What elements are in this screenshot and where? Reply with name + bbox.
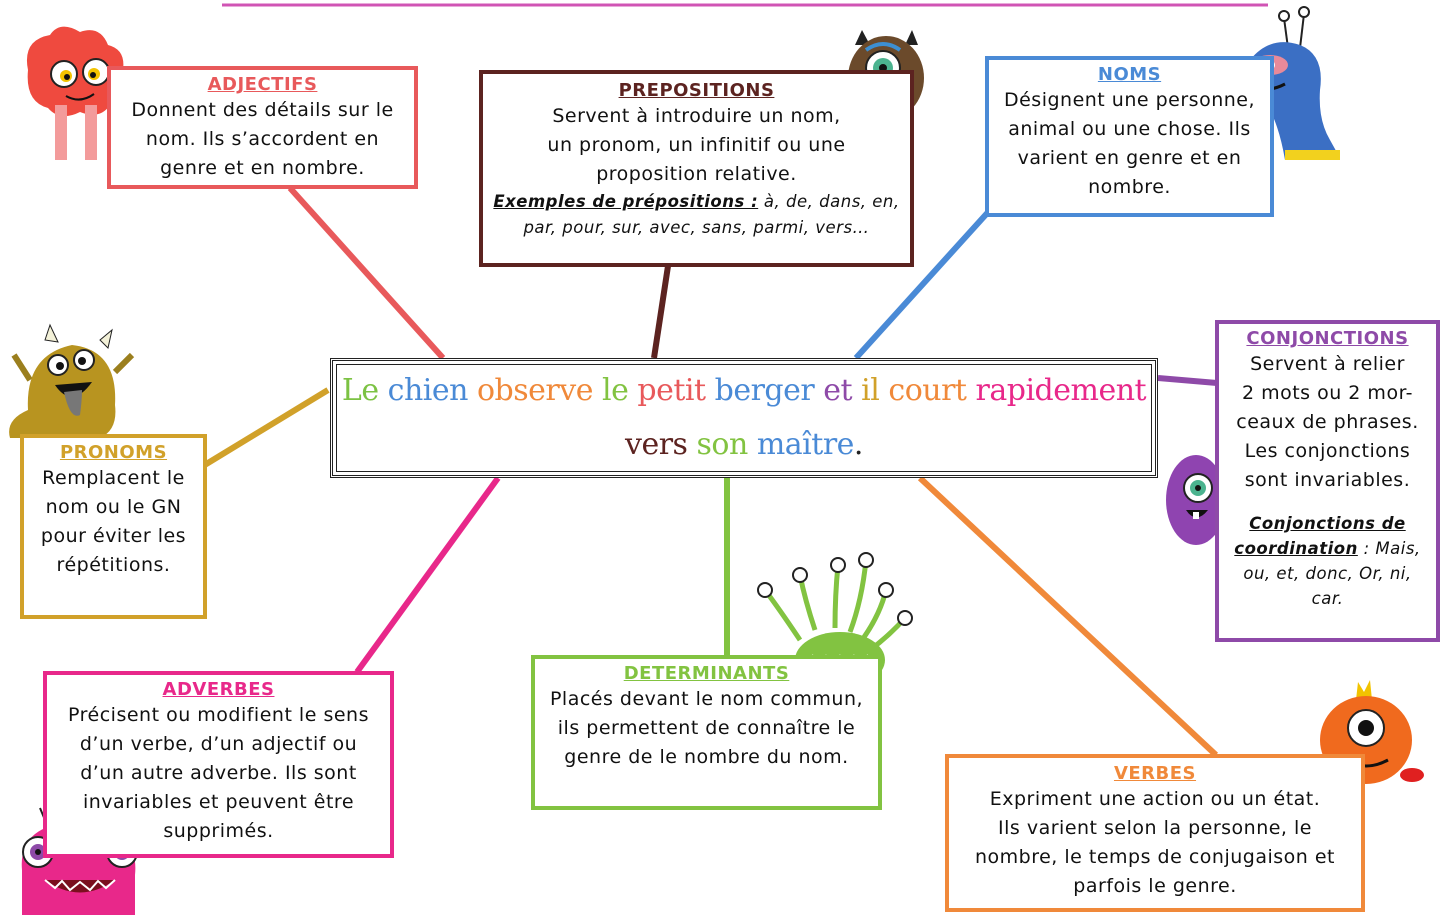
box-adjectifs-title: ADJECTIFS — [207, 74, 318, 95]
word-court: court — [888, 373, 967, 408]
word-rapidement: rapidement — [975, 373, 1147, 408]
box-determinants-body: Placés devant le nom commun, ils permett… — [549, 688, 864, 768]
yellow-monster-icon — [9, 323, 135, 438]
box-adverbes-title: ADVERBES — [162, 679, 275, 700]
word-et: et — [823, 373, 853, 408]
box-conjonctions-examples-text: : Mais, ou, et, donc, Or, ni, car. — [1243, 539, 1421, 608]
central-sentence-box: Le chien observe le petit berger et il c… — [330, 358, 1158, 478]
box-noms-title: NOMS — [1097, 64, 1162, 85]
box-adjectifs-body: Donnent des détails sur le nom. Ils s’ac… — [131, 99, 394, 179]
word-le-2: le — [602, 373, 629, 408]
word-chien: chien — [387, 373, 469, 408]
box-conjonctions-body: Servent à relier 2 mots ou 2 mor- ceaux … — [1236, 353, 1419, 491]
connector-pronoms — [201, 387, 330, 469]
word-period: . — [853, 427, 864, 462]
box-verbes-body: Expriment une action ou un état. Ils var… — [974, 788, 1335, 897]
box-noms-body: Désignent une personne, animal ou une ch… — [1003, 89, 1256, 198]
red-monster-icon — [26, 26, 125, 160]
word-petit: petit — [637, 373, 706, 408]
word-maitre: maître — [756, 427, 855, 462]
box-prepositions-examples: Exemples de prépositions : à, de, dans, … — [483, 189, 910, 241]
word-il: il — [861, 373, 880, 408]
connector-adverbes — [354, 476, 501, 674]
box-determinants: DETERMINANTS Placés devant le nom commun… — [531, 655, 882, 810]
box-prepositions-examples-text: à, de, dans, en, par, pour, sur, avec, s… — [523, 192, 900, 237]
box-adjectifs: ADJECTIFS Donnent des détails sur le nom… — [107, 66, 418, 189]
connector-adjectifs — [287, 185, 446, 361]
box-conjonctions-title: CONJONCTIONS — [1246, 328, 1409, 349]
box-conjonctions: CONJONCTIONS Servent à relier 2 mots ou … — [1215, 320, 1440, 642]
purple-monster-icon — [1166, 455, 1226, 545]
box-verbes-title: VERBES — [1113, 763, 1197, 784]
box-pronoms-title: PRONOMS — [59, 442, 168, 463]
box-prepositions: PREPOSITIONS Servent à introduire un nom… — [479, 70, 914, 267]
connector-conjonctions — [1157, 375, 1218, 386]
box-prepositions-title: PREPOSITIONS — [618, 80, 775, 101]
connector-prepositions — [651, 265, 671, 359]
box-determinants-title: DETERMINANTS — [623, 663, 790, 684]
word-le: Le — [341, 373, 379, 408]
box-conjonctions-examples-label: Conjonctions de coordination — [1234, 514, 1406, 558]
box-noms: NOMS Désignent une personne, animal ou u… — [985, 56, 1274, 217]
box-verbes: VERBES Expriment une action ou un état. … — [945, 754, 1365, 912]
word-vers: vers — [625, 427, 688, 462]
word-son: son — [696, 427, 749, 462]
word-observe: observe — [476, 373, 593, 408]
connector-verbes — [917, 475, 1219, 758]
box-adverbes: ADVERBES Précisent ou modifient le sens … — [43, 671, 394, 858]
connector-noms — [853, 207, 993, 361]
example-sentence: Le chien observe le petit berger et il c… — [333, 361, 1155, 472]
box-adverbes-body: Précisent ou modifient le sens d’un verb… — [68, 704, 369, 842]
box-prepositions-examples-label: Exemples de prépositions : — [493, 192, 759, 211]
box-conjonctions-examples: Conjonctions de coordination : Mais, ou,… — [1219, 511, 1436, 611]
box-prepositions-body: Servent à introduire un nom, un pronom, … — [547, 105, 846, 185]
box-pronoms-body: Remplacent le nom ou le GN pour éviter l… — [40, 467, 187, 576]
box-pronoms: PRONOMS Remplacent le nom ou le GN pour … — [20, 434, 207, 619]
word-berger: berger — [714, 373, 815, 408]
